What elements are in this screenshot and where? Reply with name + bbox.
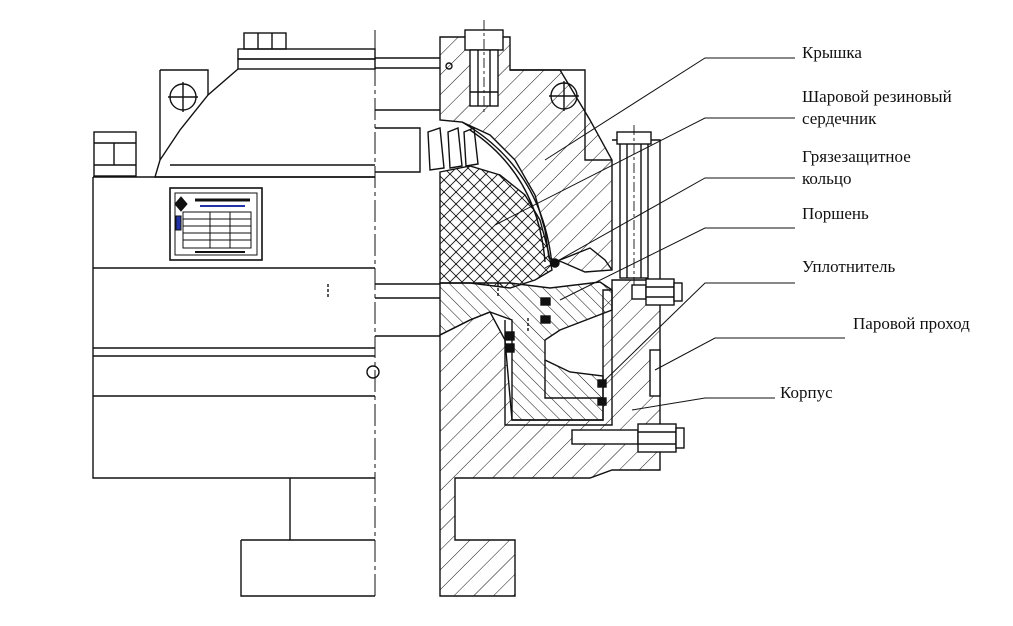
leader-seal (599, 282, 795, 386)
label-rubber-core-line1: Шаровой резиновый (802, 87, 952, 106)
nameplate (169, 187, 263, 261)
leader-body (631, 397, 775, 411)
leader-steam (654, 337, 845, 371)
leader-rubber-core (494, 117, 795, 226)
label-rubber-core-line2: сердечник (802, 109, 877, 128)
leader-lines (494, 57, 845, 411)
label-dirt-ring-line1: Грязезащитное (802, 147, 911, 166)
label-piston: Поршень (802, 204, 869, 223)
label-dirt-ring-line2: кольцо (802, 169, 852, 188)
leader-piston (559, 227, 795, 301)
label-body: Корпус (780, 383, 833, 402)
label-seal: Уплотнитель (802, 257, 896, 276)
exterior-view (92, 32, 380, 597)
leader-cover (544, 57, 795, 161)
label-steam-passage: Паровой проход (853, 314, 970, 333)
label-cover: Крышка (802, 43, 862, 62)
leader-dirt-ring (544, 177, 795, 269)
